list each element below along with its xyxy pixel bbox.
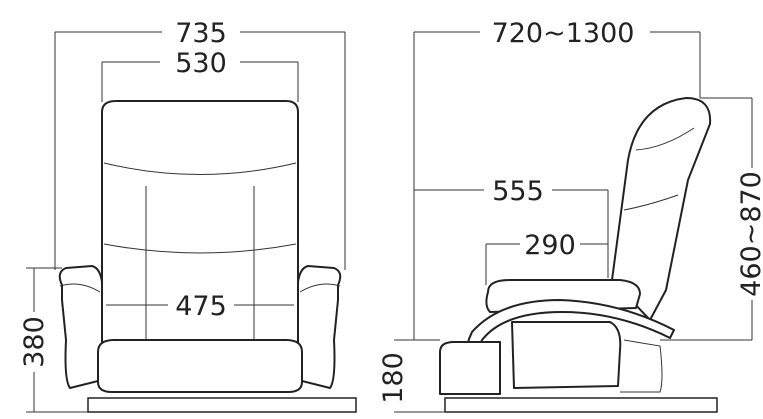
front-armrest-left bbox=[58, 265, 103, 389]
overall-width-label: 735 bbox=[175, 18, 227, 49]
seat-surface-depth-label: 290 bbox=[524, 230, 576, 261]
front-armrest-right bbox=[297, 265, 342, 389]
height-range-label: 460~870 bbox=[736, 171, 763, 297]
front-backrest-seam-upper bbox=[103, 162, 297, 175]
seat-depth-label: 555 bbox=[492, 176, 544, 207]
side-view: 720~1300 555 290 460~870 180 bbox=[378, 18, 763, 413]
front-view: 735 530 475 380 bbox=[19, 18, 357, 413]
side-backrest-seam-upper bbox=[635, 127, 695, 151]
side-backrest-seam-lower bbox=[623, 194, 679, 211]
side-backrest bbox=[611, 97, 712, 321]
arm-height-label: 380 bbox=[19, 316, 50, 368]
side-seat-base bbox=[439, 341, 501, 395]
front-seat-cushion bbox=[97, 339, 303, 393]
depth-range-label: 720~1300 bbox=[492, 18, 635, 49]
front-backrest-seam-lower bbox=[103, 243, 297, 254]
seat-width-label: 475 bbox=[175, 291, 227, 322]
front-armrest-left-cushion bbox=[59, 283, 101, 293]
side-rear-support bbox=[620, 339, 663, 393]
front-armrest-right-cushion bbox=[299, 283, 341, 293]
back-width-label: 530 bbox=[175, 48, 227, 79]
seat-height-label: 180 bbox=[378, 352, 409, 404]
front-base-plate bbox=[87, 397, 357, 413]
side-base-plate bbox=[444, 397, 718, 413]
side-lower-panel bbox=[511, 321, 622, 389]
front-backrest bbox=[101, 100, 299, 361]
